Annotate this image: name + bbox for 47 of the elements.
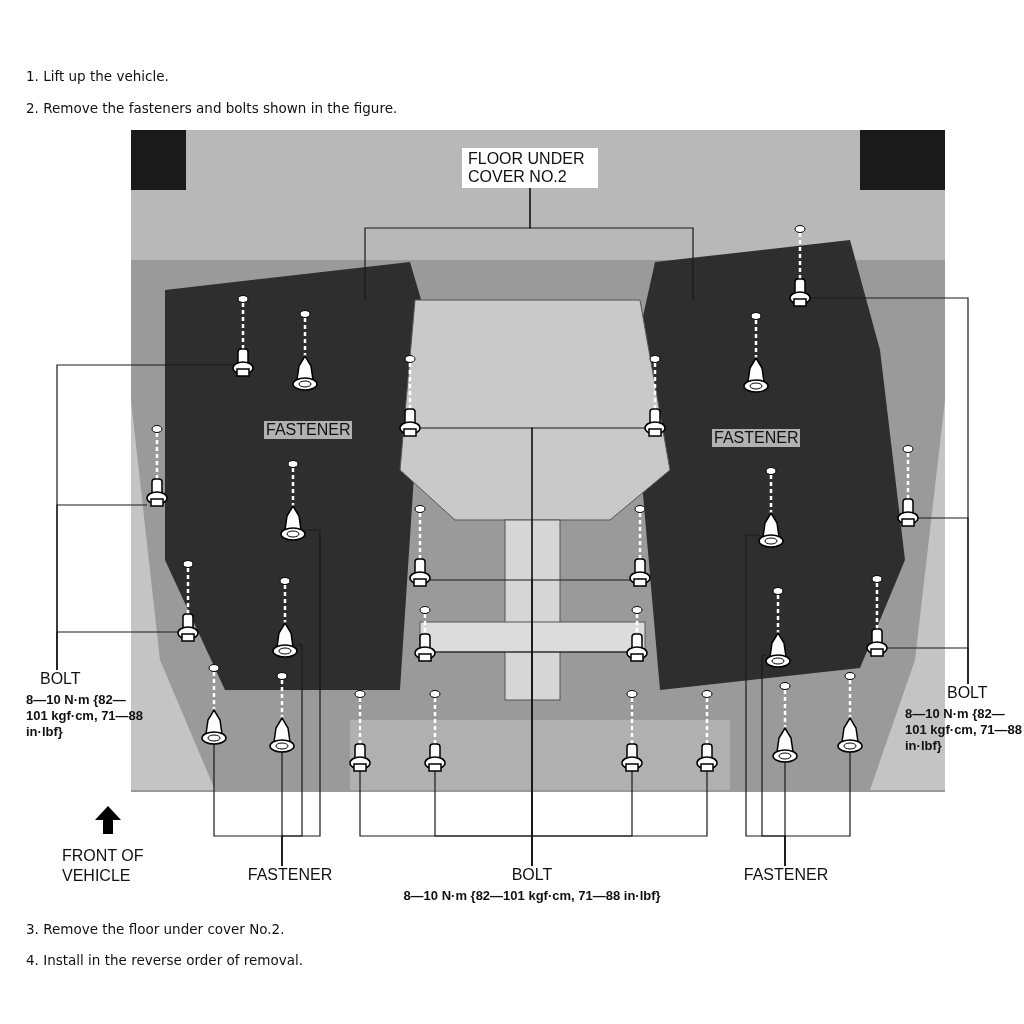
clip-icon	[201, 708, 227, 745]
leader-line	[745, 534, 786, 867]
bolt-icon	[232, 348, 254, 377]
bolt-icon	[399, 408, 421, 437]
instruction-step: 1. Lift up the vehicle.	[26, 68, 169, 84]
callout-label: BOLT	[946, 684, 989, 702]
clip-icon	[269, 716, 295, 753]
leader-line	[56, 631, 179, 671]
clip-icon	[743, 356, 769, 393]
callout-label: FLOOR UNDER COVER NO.2	[462, 148, 598, 188]
torque-spec: 8—10 N·m {82—101 kgf·cm, 71—88 in·lbf}	[905, 706, 1024, 754]
bolt-icon	[177, 613, 199, 642]
clip-icon	[837, 716, 863, 753]
torque-spec: 8—10 N·m {82—101 kgf·cm, 71—88 in·lbf}	[26, 692, 144, 740]
bolt-icon	[349, 743, 371, 772]
bolt-icon	[644, 408, 666, 437]
torque-spec: 8—10 N·m {82—101 kgf·cm, 71—88 in·lbf}	[402, 888, 662, 904]
bolt-icon	[409, 558, 431, 587]
instruction-step: 2. Remove the fasteners and bolts shown in the figure.	[26, 100, 398, 116]
bolt-icon	[866, 628, 888, 657]
clip-icon	[292, 354, 318, 391]
bolt-icon	[621, 743, 643, 772]
bolt-icon	[696, 743, 718, 772]
clip-icon	[772, 726, 798, 763]
leader-line	[886, 647, 969, 685]
bolt-icon	[897, 498, 919, 527]
instruction-step: 4. Install in the reverse order of removal.	[26, 952, 304, 968]
leader-line	[529, 187, 694, 301]
callout-label: BOLT	[510, 866, 554, 884]
bolt-icon	[789, 278, 811, 307]
instruction-step: 3. Remove the floor under cover No.2.	[26, 921, 285, 937]
bolt-icon	[626, 633, 648, 662]
clip-icon	[758, 511, 784, 548]
bolt-icon	[629, 558, 651, 587]
callout-label: FASTENER	[246, 866, 334, 884]
callout-label: FASTENER	[712, 429, 801, 447]
clip-icon	[280, 504, 306, 541]
callout-label: BOLT	[39, 670, 82, 688]
bolt-icon	[424, 743, 446, 772]
leader-line	[281, 529, 321, 867]
callout-label: FASTENER	[264, 421, 353, 439]
clip-icon	[272, 621, 298, 658]
callout-label: FASTENER	[742, 866, 830, 884]
bolt-icon	[146, 478, 168, 507]
direction-label: FRONT OF VEHICLE	[62, 846, 145, 886]
clip-icon	[765, 631, 791, 668]
bolt-icon	[414, 633, 436, 662]
